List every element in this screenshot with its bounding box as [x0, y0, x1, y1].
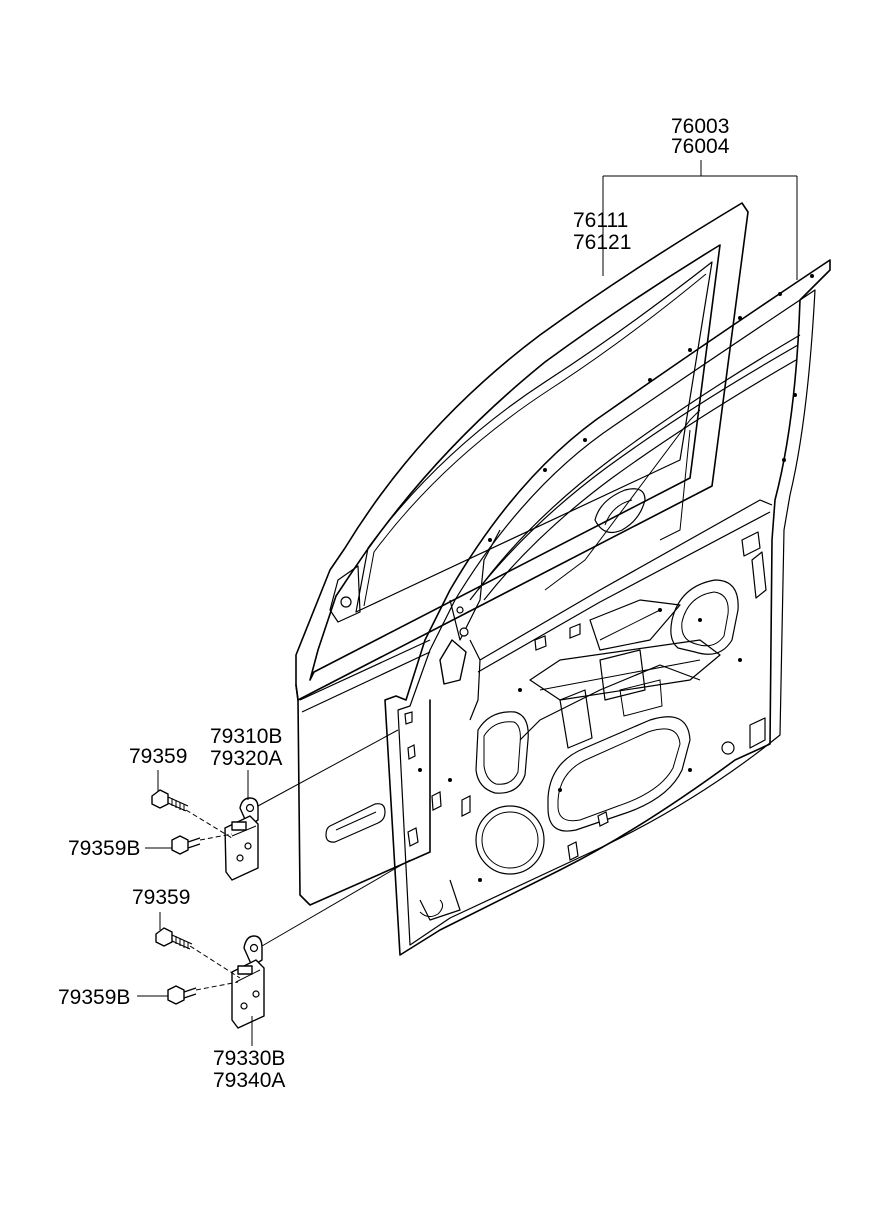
label-door-assembly-2: 76004	[671, 135, 730, 158]
label-upper-bolt: 79359	[129, 745, 187, 768]
label-lower-hinge-2: 79340A	[213, 1069, 285, 1092]
upper-bolt-b	[171, 835, 201, 855]
inner-door-structure	[384, 259, 831, 956]
label-door-assembly-1: 76003	[671, 115, 729, 138]
leader-lines	[137, 160, 798, 1046]
lower-hinge	[231, 935, 265, 1029]
label-upper-hinge-2: 79320A	[210, 747, 282, 770]
label-lower-bolt: 79359	[132, 886, 190, 909]
label-lower-bolt-b: 79359B	[58, 986, 130, 1009]
upper-bolt	[151, 789, 189, 812]
label-upper-hinge-1: 79310B	[210, 725, 282, 748]
lower-bolt	[155, 927, 193, 950]
label-upper-bolt-b: 79359B	[68, 837, 140, 860]
label-door-panel-1: 76111	[573, 209, 628, 232]
label-lower-hinge-1: 79330B	[213, 1047, 285, 1070]
outer-door-panel	[295, 202, 749, 906]
lower-bolt-b	[167, 985, 197, 1005]
label-door-panel-2: 76121	[573, 231, 631, 254]
upper-hinge	[224, 797, 259, 881]
